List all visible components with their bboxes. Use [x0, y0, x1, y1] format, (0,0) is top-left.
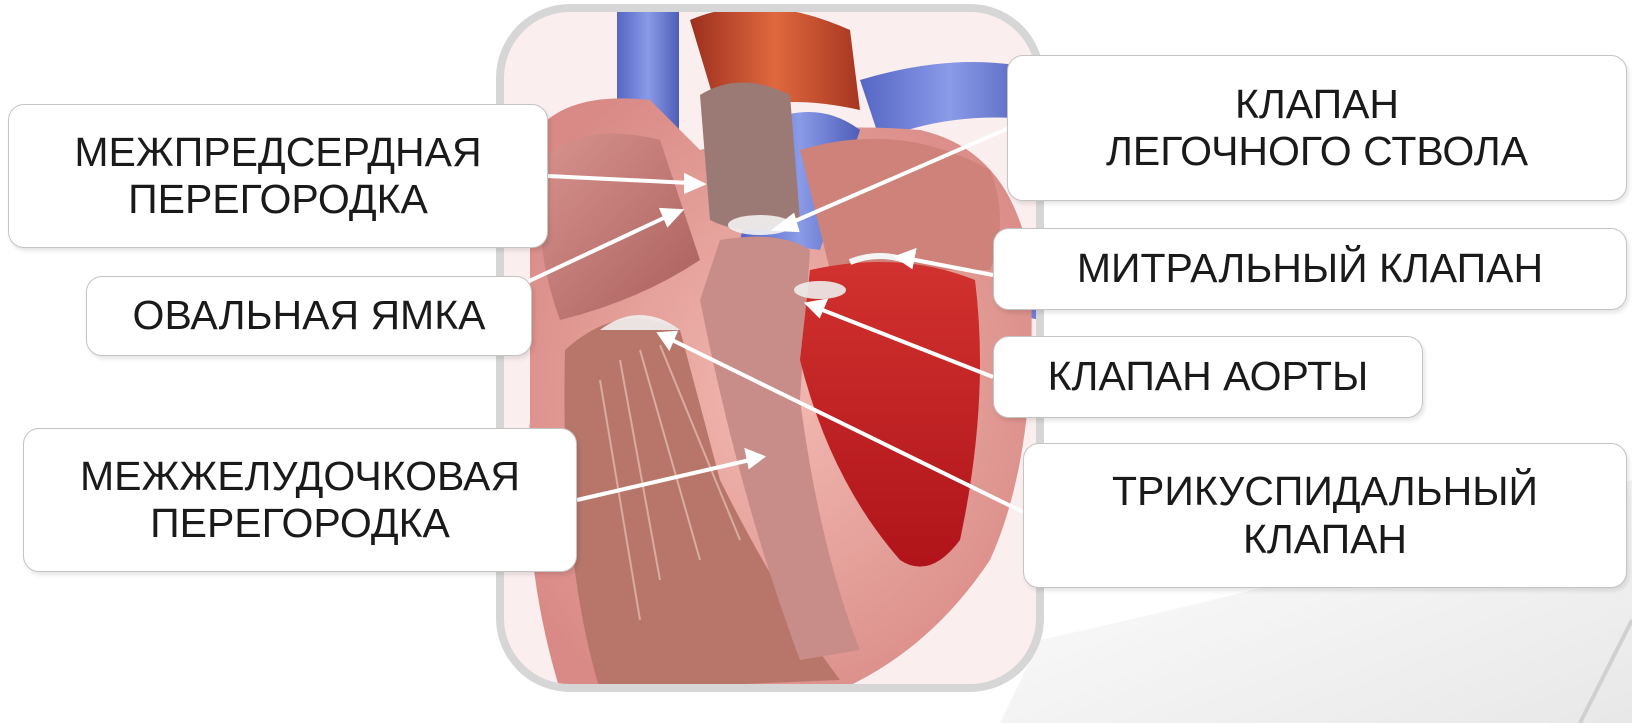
label-aortic-valve: КЛАПАН АОРТЫ [993, 336, 1423, 418]
label-oval-fossa: ОВАЛЬНАЯ ЯМКА [86, 276, 532, 356]
label-tricuspid-valve: ТРИКУСПИДАЛЬНЫЙ КЛАПАН [1023, 443, 1627, 588]
label-pulmonary-valve: КЛАПАН ЛЕГОЧНОГО СТВОЛА [1007, 55, 1627, 201]
label-mitral-valve: МИТРАЛЬНЫЙ КЛАПАН [993, 228, 1627, 310]
heart-illustration [500, 0, 1040, 700]
label-interatrial-septum: МЕЖПРЕДСЕРДНАЯ ПЕРЕГОРОДКА [8, 104, 548, 248]
label-interventricular-septum: МЕЖЖЕЛУДОЧКОВАЯ ПЕРЕГОРОДКА [23, 428, 577, 572]
